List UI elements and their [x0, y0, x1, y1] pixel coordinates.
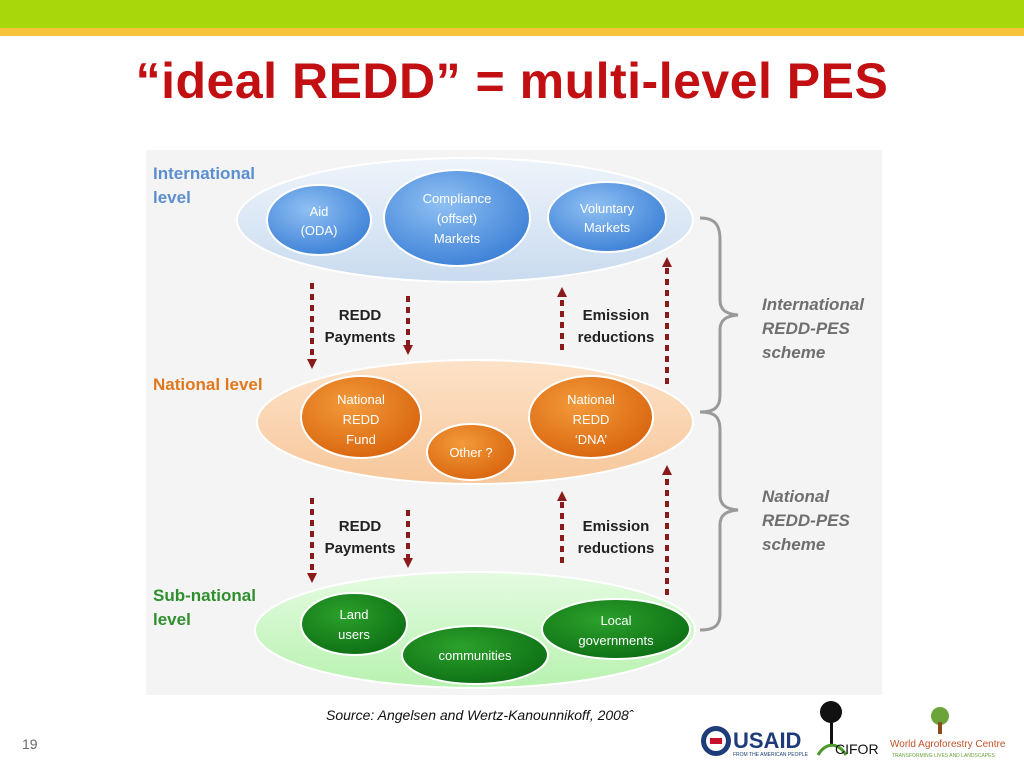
cifor-logo: CIFOR [816, 701, 879, 757]
icraf-logo: World Agroforestry Centre TRANSFORMING L… [890, 707, 1006, 759]
bubble-compliance-line-2: (offset) [437, 211, 477, 226]
national-level-label: National level [153, 375, 263, 394]
bubble-compliance-line-3: Markets [434, 231, 481, 246]
bubble-dna-line-3: ‘DNA’ [575, 432, 607, 447]
scheme-international-line-1: International [762, 295, 865, 314]
subnational-level-label-1: Sub-national [153, 586, 256, 605]
top-yellow-bar [0, 28, 1024, 36]
usaid-logo: USAID FROM THE AMERICAN PEOPLE [701, 726, 809, 758]
brace-national-scheme [699, 410, 739, 632]
bubble-compliance-markets: Compliance (offset) Markets [383, 169, 531, 267]
bubble-voluntary-line-2: Markets [584, 220, 631, 235]
subnational-level-label-2: level [153, 610, 191, 629]
flow-emissions-lower-line-1: Emission [583, 518, 650, 535]
scheme-international-line-3: scheme [762, 343, 825, 362]
bubble-voluntary-line-1: Voluntary [580, 201, 635, 216]
flow-emissions-upper-line-1: Emission [583, 307, 650, 324]
bubble-land-users: Land users [300, 592, 408, 656]
bubble-local-line-2: governments [578, 633, 654, 648]
bubble-fund-line-1: National [337, 392, 385, 407]
scheme-national-line-2: REDD-PES [762, 511, 851, 530]
scheme-international-line-2: REDD-PES [762, 319, 851, 338]
bubble-land-line-2: users [338, 627, 370, 642]
bubble-communities-label: communities [439, 648, 512, 663]
bubble-fund-line-3: Fund [346, 432, 376, 447]
usaid-logo-subtext: FROM THE AMERICAN PEOPLE [733, 752, 809, 758]
bubble-aid: Aid (ODA) [266, 184, 372, 256]
brace-international-scheme [699, 216, 739, 414]
bubble-compliance-line-1: Compliance [423, 191, 492, 206]
usaid-logo-text: USAID [733, 728, 801, 753]
bubble-local-line-1: Local [600, 613, 631, 628]
flow-payments-lower-line-2: Payments [325, 540, 396, 557]
scheme-national-line-1: National [762, 487, 830, 506]
flow-payments-lower-line-1: REDD [339, 518, 382, 535]
bubble-aid-line-2: (ODA) [301, 223, 338, 238]
bubble-other-label: Other ? [449, 445, 492, 460]
scheme-national-line-3: scheme [762, 535, 825, 554]
bubble-dna-line-2: REDD [573, 412, 610, 427]
international-level-label-1: International [153, 164, 255, 183]
slide-title: “ideal REDD” = multi-level PES [135, 53, 889, 109]
bubble-aid-line-1: Aid [310, 204, 329, 219]
bubble-national-redd-fund: National REDD Fund [300, 375, 422, 459]
bubble-other: Other ? [426, 423, 516, 481]
flow-payments-upper-line-2: Payments [325, 329, 396, 346]
bubble-local-governments: Local governments [541, 598, 691, 660]
cifor-logo-text: CIFOR [835, 741, 879, 757]
page-number: 19 [22, 736, 38, 752]
bubble-communities: communities [401, 625, 549, 685]
international-level-label-2: level [153, 188, 191, 207]
icraf-logo-text: World Agroforestry Centre [890, 739, 1006, 750]
source-citation: Source: Angelsen and Wertz-Kanounnikoff,… [326, 707, 634, 723]
bubble-fund-line-2: REDD [343, 412, 380, 427]
icraf-logo-subtext: TRANSFORMING LIVES AND LANDSCAPES [892, 753, 995, 759]
bubble-voluntary-markets: Voluntary Markets [547, 181, 667, 253]
bubble-dna-line-1: National [567, 392, 615, 407]
flow-emissions-lower-line-2: reductions [578, 540, 655, 557]
bubble-national-redd-dna: National REDD ‘DNA’ [528, 375, 654, 459]
flow-payments-upper-line-1: REDD [339, 307, 382, 324]
bubble-land-line-1: Land [340, 607, 369, 622]
flow-emissions-upper-line-2: reductions [578, 329, 655, 346]
top-green-bar [0, 0, 1024, 28]
